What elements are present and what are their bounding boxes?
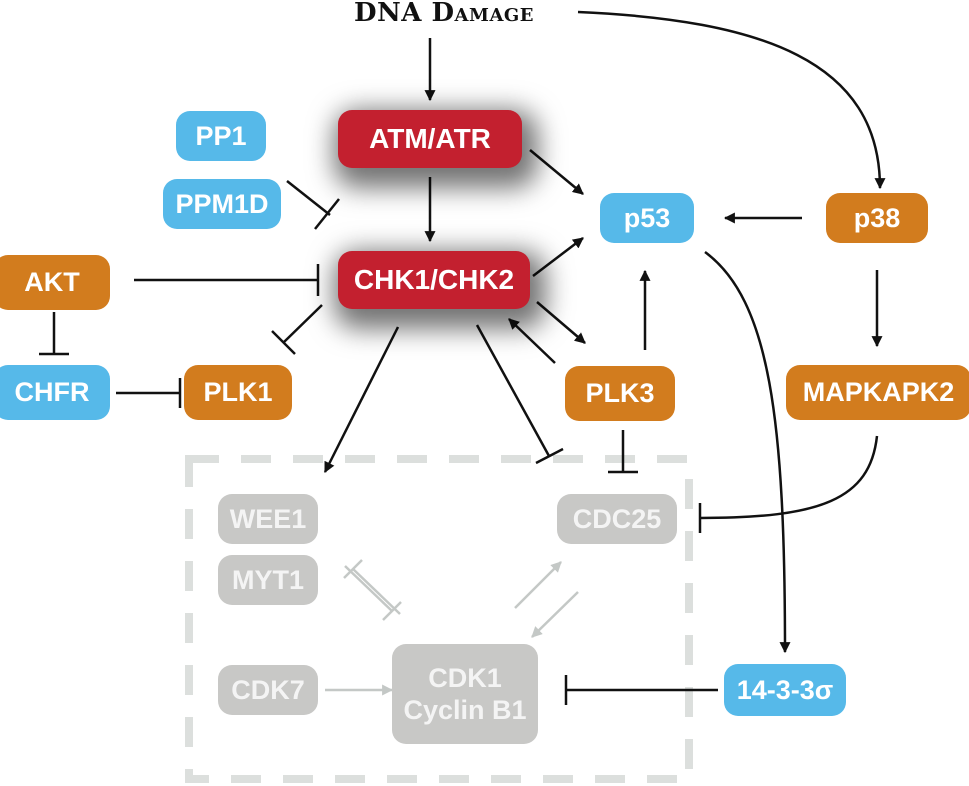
edge-chk1-chk2-inhibits-plk1 (283, 304, 323, 343)
wee1-node: WEE1 (218, 494, 318, 544)
edge-atm-atr-to-p53 (529, 149, 584, 195)
edge-cdk1-inhibits-wee1-myt1-bar (343, 559, 363, 579)
p38-node: p38 (826, 193, 928, 243)
chfr-node: CHFR (0, 365, 110, 420)
edge-ppm1d-inhibits-chk1-chk2 (286, 180, 331, 216)
edge-cdc25-to-cdk1 (531, 591, 579, 638)
cdc25-node: CDC25 (557, 494, 677, 544)
edge-chk1-chk2-inhibits-cdc25-bar (535, 447, 564, 465)
plk3-node: PLK3 (565, 366, 675, 421)
edge-p53-to-14-3-3 (704, 250, 791, 654)
edge-chk1-chk2-inhibits-cdc25 (475, 324, 551, 457)
edge-chk1-chk2-to-p53 (532, 237, 584, 277)
edge-ppm1d-inhibits-chk1-chk2-bar (314, 198, 340, 230)
14-3-3-sigma-node: 14-3-3σ (724, 664, 846, 716)
ppm1d-node: PPM1D (163, 179, 281, 229)
cdk7-node: CDK7 (218, 665, 318, 715)
cyclin-b1-label: Cyclin B1 (403, 695, 527, 725)
plk1-node: PLK1 (184, 365, 292, 420)
mapkapk2-node: MAPKAPK2 (786, 365, 969, 420)
cdk1-cyclin-b1-node: CDK1 Cyclin B1 (392, 644, 538, 744)
dna-damage-title: DNA Damage (353, 0, 535, 28)
edge-cdk1-inhibits-wee1-myt1 (352, 568, 401, 615)
pp1-node: PP1 (176, 111, 266, 161)
chk1-chk2-node: CHK1/CHK2 (338, 251, 530, 309)
myt1-node: MYT1 (218, 555, 318, 605)
edge-chk1-chk2-to-wee1 (323, 326, 400, 473)
edge-wee1-myt1-inhibits-cdk1 (344, 565, 393, 612)
edge-chk1-chk2-inhibits-plk1-bar (271, 330, 296, 355)
edge-mapkapk2-inhibits-cdc25 (699, 435, 879, 520)
edge-plk3-to-chk1-chk2 (508, 318, 556, 364)
cdk1-label: CDK1 (428, 662, 502, 693)
p53-node: p53 (600, 193, 694, 243)
edge-cdk1-to-cdc25 (514, 561, 562, 609)
edge-wee1-myt1-inhibits-cdk1-bar (382, 601, 402, 621)
cell-cycle-boundary (185, 455, 693, 783)
atm-atr-node: ATM/ATR (338, 110, 522, 168)
edge-chk1-chk2-to-plk3 (536, 301, 586, 344)
akt-node: AKT (0, 255, 110, 310)
edge-dna-damage-to-p38 (577, 10, 886, 190)
